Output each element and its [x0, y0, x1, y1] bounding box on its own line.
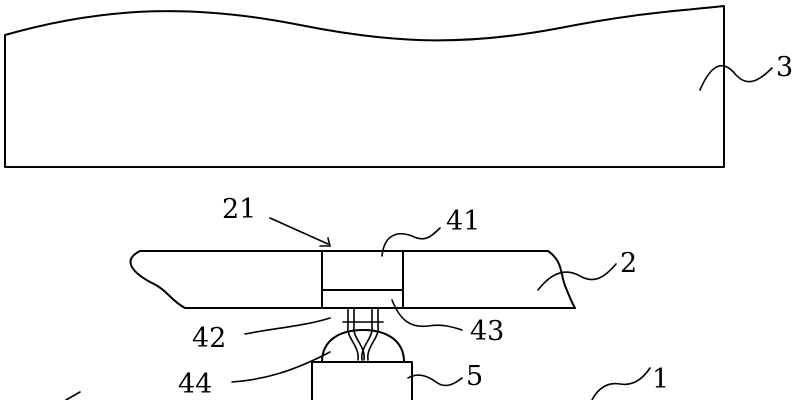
label-21: 21 — [222, 194, 256, 225]
label-5: 5 — [466, 361, 483, 392]
label-2: 2 — [620, 248, 637, 279]
label-3: 3 — [776, 52, 793, 83]
dome-44 — [321, 329, 405, 363]
pins-42 — [342, 307, 384, 361]
label-44: 44 — [178, 369, 212, 400]
label-41: 41 — [446, 206, 480, 237]
label-1: 1 — [652, 364, 669, 395]
label-43: 43 — [470, 316, 504, 347]
component-5 — [311, 361, 413, 401]
substrate-2 — [129, 250, 576, 309]
label-42: 42 — [192, 323, 226, 354]
leader-lines — [65, 64, 773, 401]
cap-41 — [321, 250, 404, 309]
panel-3 — [4, 5, 725, 168]
